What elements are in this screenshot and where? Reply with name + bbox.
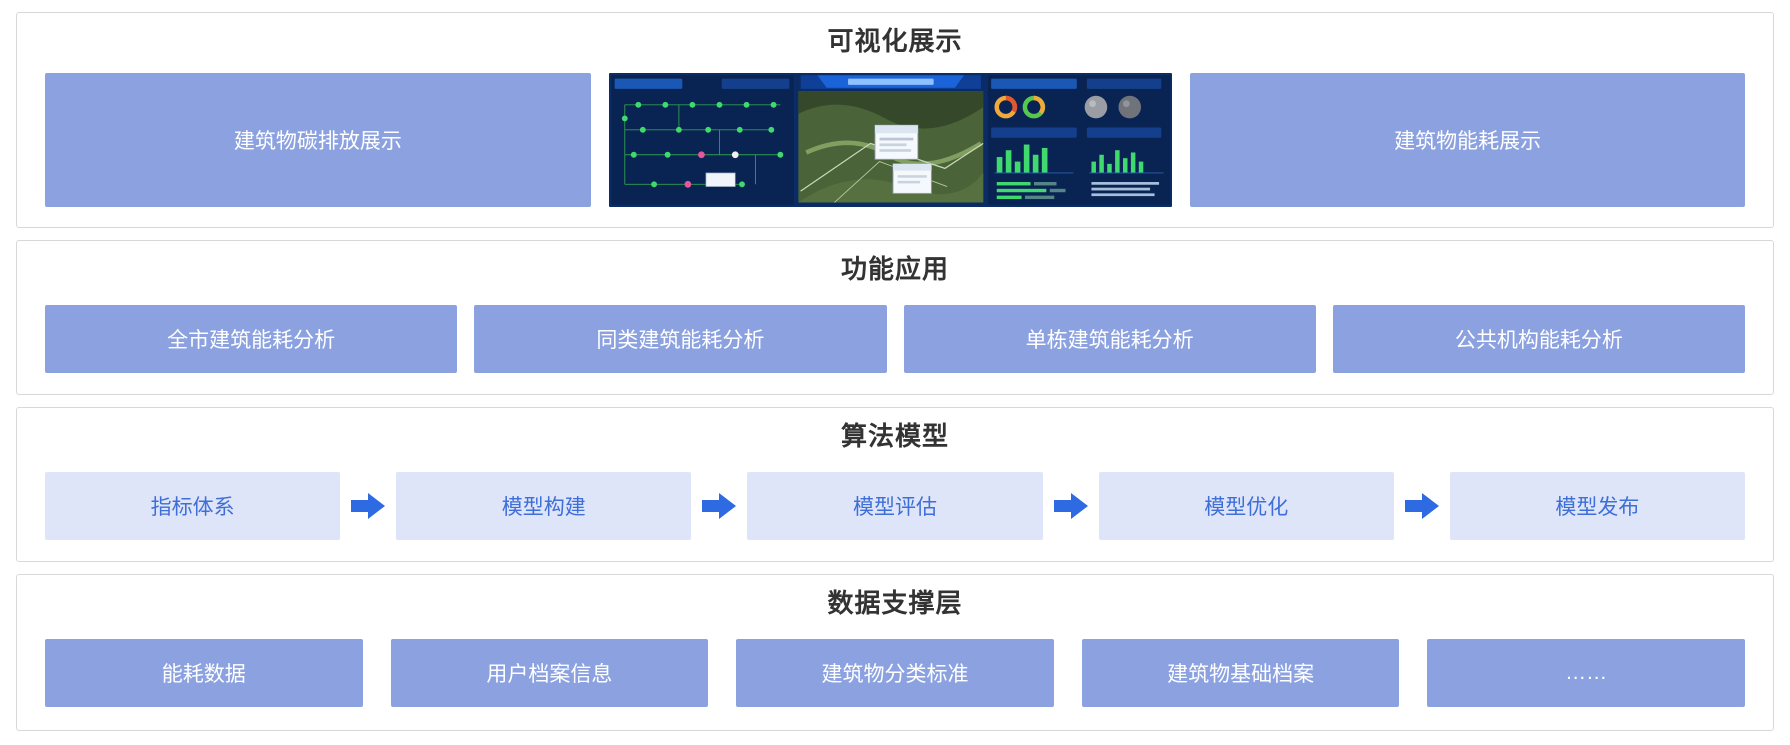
box-more-ellipsis: …… — [1427, 639, 1745, 707]
box-building-classification-standard: 建筑物分类标准 — [736, 639, 1054, 707]
box-city-energy-analysis: 全市建筑能耗分析 — [45, 305, 458, 373]
layer-application-title: 功能应用 — [840, 254, 949, 284]
box-building-energy-display: 建筑物能耗展示 — [1190, 73, 1745, 207]
box-building-basic-archive: 建筑物基础档案 — [1081, 639, 1400, 707]
step-model-build: 模型构建 — [396, 472, 692, 540]
step-model-release: 模型发布 — [1449, 472, 1746, 540]
box-energy-data: 能耗数据 — [45, 639, 363, 707]
flow-arrow-icon — [691, 493, 747, 519]
box-single-building-analysis: 单栋建筑能耗分析 — [903, 305, 1316, 373]
layer-visualization: 可视化展示 建筑物碳排放展示 — [16, 12, 1774, 228]
algorithm-pipeline-row: 指标体系 模型构建 模型评估 模型优化 模型发布 — [45, 472, 1746, 540]
step-model-optimize: 模型优化 — [1098, 472, 1394, 540]
box-building-carbon-display: 建筑物碳排放展示 — [45, 73, 591, 207]
flow-arrow-icon — [1394, 493, 1450, 519]
box-user-profile-info: 用户档案信息 — [390, 639, 709, 707]
box-public-institution-analysis: 公共机构能耗分析 — [1332, 305, 1745, 373]
flow-arrow-icon — [340, 493, 396, 519]
step-indicator-system: 指标体系 — [45, 472, 341, 540]
application-row: 全市建筑能耗分析 同类建筑能耗分析 单栋建筑能耗分析 公共机构能耗分析 — [45, 305, 1745, 373]
layer-data-support: 数据支撑层 能耗数据 用户档案信息 建筑物分类标准 建筑物基础档案 …… — [16, 574, 1774, 731]
visualization-row: 建筑物碳排放展示 — [45, 73, 1745, 207]
data-support-row: 能耗数据 用户档案信息 建筑物分类标准 建筑物基础档案 …… — [45, 639, 1745, 707]
layer-algorithm: 算法模型 指标体系 模型构建 模型评估 模型优化 模型发布 — [16, 407, 1774, 562]
dashboard-screenshot-image — [608, 73, 1173, 207]
layer-application: 功能应用 全市建筑能耗分析 同类建筑能耗分析 单栋建筑能耗分析 公共机构能耗分析 — [16, 240, 1774, 395]
layer-data-support-title: 数据支撑层 — [827, 588, 963, 618]
layer-visualization-title: 可视化展示 — [827, 26, 963, 56]
step-model-evaluate: 模型评估 — [747, 472, 1043, 540]
layer-algorithm-title: 算法模型 — [840, 421, 949, 451]
box-similar-building-analysis: 同类建筑能耗分析 — [474, 305, 887, 373]
flow-arrow-icon — [1043, 493, 1099, 519]
